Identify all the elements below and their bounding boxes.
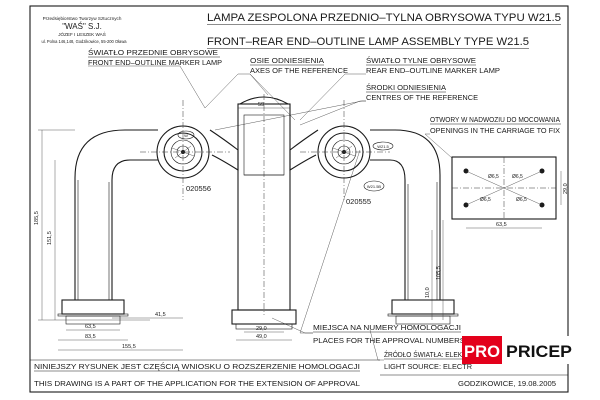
- badge-right-top: W21.5: [372, 141, 394, 151]
- dim-41: 41,5: [155, 312, 166, 318]
- manufacturer-line-4: ul. Polna 146,148, Godzikowice, 55-200 O…: [41, 39, 127, 44]
- dimensions-left: 185,5 151,5 41,5 63,5 83,5 155,5: [34, 129, 183, 351]
- propricep-logo: PRO PRICEP: [462, 336, 574, 364]
- callout-centres-pl: ŚRODKI ODNIESIENIA: [366, 83, 446, 92]
- footer-english: THIS DRAWING IS A PART OF THE APPLICATIO…: [34, 379, 360, 388]
- part-number-left: 020556: [186, 184, 211, 193]
- callout-centres-en: CENTRES OF THE REFERENCE: [366, 93, 478, 102]
- dim-49: 49,0: [256, 334, 267, 340]
- manufacturer-line-1: Przedsiębiorstwo Tworzyw Sztucznych: [43, 16, 122, 21]
- manufacturer-line-2: "WAŚ" S.J.: [62, 22, 102, 31]
- dim-29b: 29,0: [563, 183, 569, 194]
- logo-white-block: [502, 336, 574, 364]
- callout-source-en: LIGHT SOURCE: ELECTR: [384, 362, 472, 371]
- callout-source-pl: ŹRÓDŁO ŚWIATŁA: ELEKTRO: [384, 350, 476, 359]
- title-polish: LAMPA ZESPOLONA PRZEDNIO–TYLNA OBRYSOWA …: [207, 12, 561, 24]
- callout-openings-pl: OTWORY W NADWOZIU DO MOCOWANIA: [430, 115, 560, 124]
- callout-homolog-en: PLACES FOR THE APPROVAL NUMBERS: [313, 336, 465, 345]
- callout-front-marker-pl: ŚWIATŁO PRZEDNIE OBRYSOWE: [88, 48, 218, 57]
- dim-hole-b: Ø6,5: [512, 174, 523, 180]
- dim-hole-a: Ø6,5: [488, 174, 499, 180]
- dim-105: 105,5: [436, 266, 442, 280]
- callout-light-source: ŹRÓDŁO ŚWIATŁA: ELEKTRO LIGHT SOURCE: EL…: [384, 350, 476, 371]
- right-lamp-arm: [300, 100, 459, 325]
- dim-185: 185,5: [34, 211, 40, 225]
- dim-29a: 29,0: [256, 326, 267, 332]
- callout-homolog-pl: MIEJSCA NA NUMERY HOMOLOGACJI: [313, 323, 461, 332]
- callout-front-marker: ŚWIATŁO PRZEDNIE OBRYSOWE FRONT END–OUTL…: [88, 48, 222, 67]
- manufacturer-block: Przedsiębiorstwo Tworzyw Sztucznych "WAŚ…: [41, 16, 127, 44]
- callout-axes-pl: OSIE ODNIESIENIA: [250, 56, 324, 65]
- callout-centres: ŚRODKI ODNIESIENIA CENTRES OF THE REFERE…: [366, 83, 478, 102]
- footer-polish: NINIEJSZY RYSUNEK JEST CZĘŚCIĄ WNIOSKU O…: [34, 362, 360, 371]
- badge-right-mid: W21.5B: [363, 180, 385, 192]
- mounting-plate: Ø6,5 Ø6,5 Ø6,5 Ø6,5 29,0 63,5: [451, 156, 569, 229]
- callout-front-marker-en: FRONT END–OUTLINE MARKER LAMP: [88, 58, 222, 67]
- callout-openings-en: OPENINGS IN THE CARRIAGE TO FIX: [430, 126, 560, 135]
- drawing-frame: [29, 5, 569, 393]
- left-lamp-arm: [57, 100, 230, 325]
- logo-part2: PRICEP: [506, 342, 572, 361]
- dim-151: 151,5: [47, 231, 53, 245]
- footer: NINIEJSZY RYSUNEK JEST CZĘŚCIĄ WNIOSKU O…: [30, 359, 568, 388]
- callout-axes: OSIE ODNIESIENIA AXES OF THE REFERENCE: [250, 56, 348, 75]
- callout-openings: OTWORY W NADWOZIU DO MOCOWANIA OPENINGS …: [430, 115, 561, 135]
- dimensions-right: 10,0 105,5: [425, 220, 444, 320]
- callout-homologation: MIEJSCA NA NUMERY HOMOLOGACJI PLACES FOR…: [313, 323, 465, 345]
- callout-axes-en: AXES OF THE REFERENCE: [250, 66, 348, 75]
- dim-hole-d: Ø6,5: [516, 197, 527, 203]
- dim-10: 10,0: [425, 287, 431, 298]
- manufacturer-line-3: JÓZEF I LESZEK WAŚ: [58, 30, 106, 37]
- dim-59: 59: [258, 102, 264, 108]
- dimensions-centre: 59 29,0 49,0: [236, 102, 292, 341]
- callout-rear-marker-pl: ŚWIATŁO TYLNE OBRYSOWE: [366, 56, 476, 65]
- title-english: FRONT–REAR END–OUTLINE LAMP ASSEMBLY TYP…: [207, 36, 529, 48]
- callout-rear-marker-en: REAR END–OUTLINE MARKER LAMP: [366, 66, 500, 75]
- logo-red-block: [462, 336, 502, 364]
- footer-place-date: GODZIKOWICE, 19.08.2005: [458, 381, 556, 388]
- badge-right-top-text: W21.5: [377, 144, 389, 149]
- badge-left: W: [177, 130, 195, 140]
- logo-part1: PRO: [464, 342, 500, 361]
- dim-63b: 63,5: [496, 222, 507, 228]
- dim-63a: 63,5: [85, 324, 96, 330]
- badge-right-mid-text: W21.5B: [367, 184, 382, 189]
- dim-155: 155,5: [122, 344, 136, 350]
- centre-post: [209, 94, 319, 330]
- badge-left-text: W: [184, 133, 188, 138]
- leader-lines: [88, 65, 453, 361]
- dim-83: 83,5: [85, 334, 96, 340]
- callout-rear-marker: ŚWIATŁO TYLNE OBRYSOWE REAR END–OUTLINE …: [366, 56, 500, 75]
- part-number-right: 020555: [346, 197, 371, 206]
- dim-hole-c: Ø6,5: [480, 197, 491, 203]
